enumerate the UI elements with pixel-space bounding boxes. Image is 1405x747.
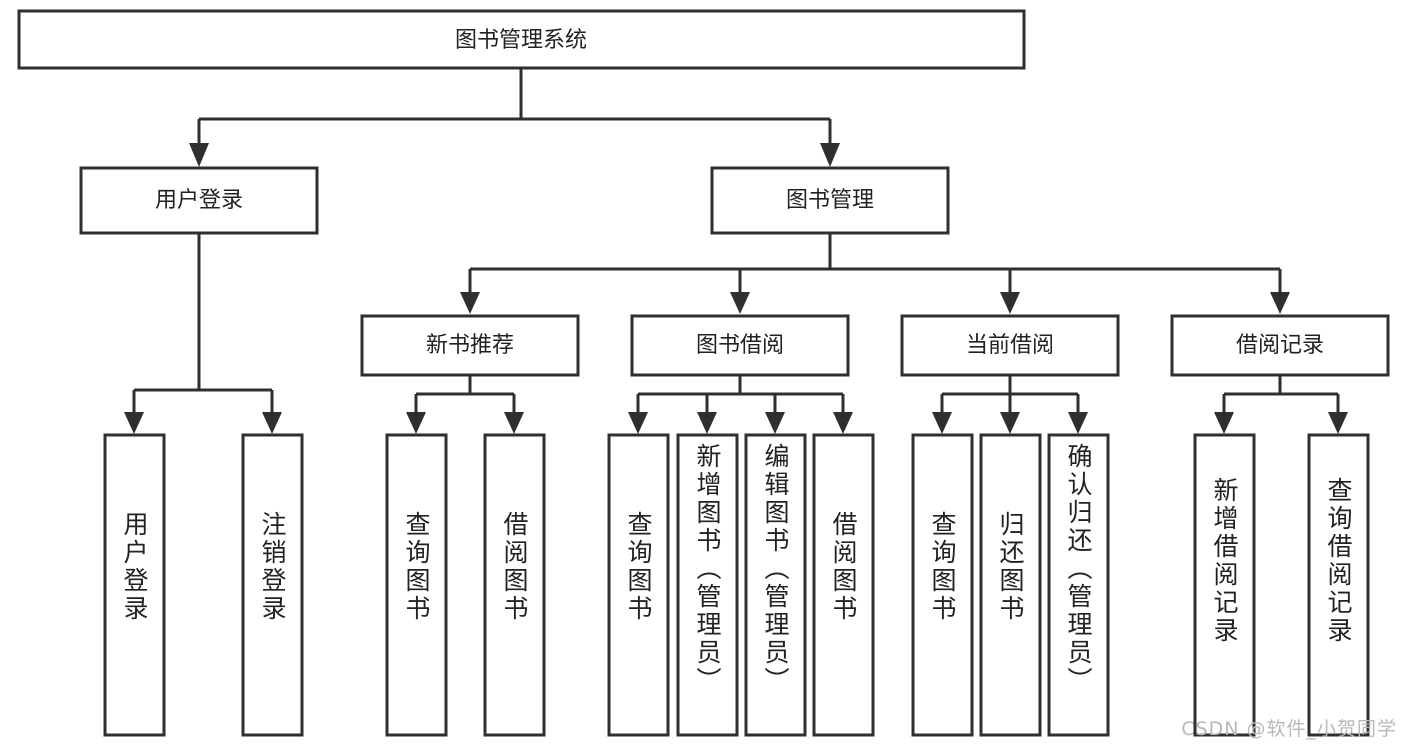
leaf-box-query-book-2[interactable] bbox=[607, 433, 670, 737]
node-user-login-label: 用户登录 bbox=[155, 188, 243, 213]
leaf-box-return-book[interactable] bbox=[979, 433, 1042, 737]
node-book-manage-label: 图书管理 bbox=[786, 188, 874, 213]
leaf-box-confirm-return[interactable] bbox=[1047, 433, 1110, 737]
leaf-boxes bbox=[103, 433, 1370, 737]
connector-currentborrow-to-leaves bbox=[932, 375, 1088, 434]
csdn-watermark: CSDN @软件_小贺同学 bbox=[1181, 718, 1397, 740]
leaf-box-borrow-book-2[interactable] bbox=[812, 433, 875, 737]
node-current-borrow[interactable]: 当前借阅 bbox=[900, 314, 1120, 377]
node-root-label: 图书管理系统 bbox=[455, 28, 587, 53]
connector-bookmanage-to-level3 bbox=[460, 233, 1290, 314]
node-book-manage[interactable]: 图书管理 bbox=[710, 166, 950, 235]
connector-borrowrecord-to-leaves bbox=[1214, 375, 1348, 434]
node-borrow-record[interactable]: 借阅记录 bbox=[1170, 314, 1390, 377]
connector-userlogin-to-leaves bbox=[124, 233, 282, 434]
node-user-login[interactable]: 用户登录 bbox=[79, 166, 319, 235]
leaf-box-query-book-1[interactable] bbox=[385, 433, 448, 737]
leaf-box-query-book-3[interactable] bbox=[911, 433, 974, 737]
connector-bookborrow-to-leaves bbox=[628, 375, 853, 434]
leaf-box-edit-book[interactable] bbox=[744, 433, 807, 737]
leaf-box-add-book[interactable] bbox=[676, 433, 739, 737]
node-borrow-record-label: 借阅记录 bbox=[1236, 333, 1324, 358]
connector-root-to-level2 bbox=[189, 68, 840, 167]
leaf-box-add-record[interactable] bbox=[1193, 433, 1256, 737]
node-new-book-rec[interactable]: 新书推荐 bbox=[360, 314, 580, 377]
node-new-book-rec-label: 新书推荐 bbox=[426, 333, 514, 358]
leaf-box-user-login[interactable] bbox=[103, 433, 166, 737]
connector-newbook-to-leaves bbox=[406, 375, 524, 434]
node-root[interactable]: 图书管理系统 bbox=[17, 9, 1026, 70]
node-book-borrow[interactable]: 图书借阅 bbox=[630, 314, 850, 377]
leaf-box-borrow-book-1[interactable] bbox=[483, 433, 546, 737]
leaf-box-query-record[interactable] bbox=[1307, 433, 1370, 737]
node-current-borrow-label: 当前借阅 bbox=[966, 333, 1054, 358]
leaf-box-logout[interactable] bbox=[241, 433, 304, 737]
node-book-borrow-label: 图书借阅 bbox=[696, 333, 784, 358]
